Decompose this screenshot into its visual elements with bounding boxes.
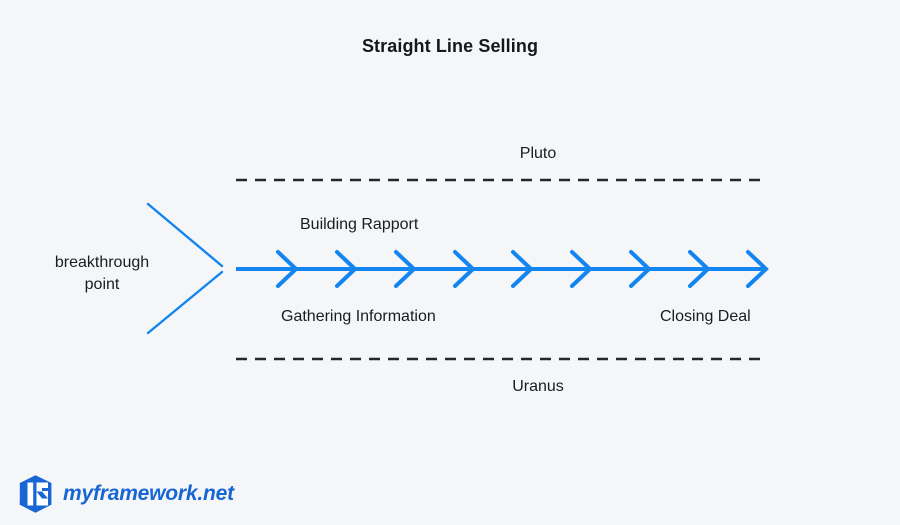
chevron-arrowhead bbox=[511, 250, 534, 288]
chevron-arrowhead bbox=[570, 250, 593, 288]
chevron-arrowhead bbox=[276, 250, 299, 288]
chevron-arrowhead bbox=[453, 250, 476, 288]
label-breakthrough-line2: point bbox=[84, 275, 120, 293]
chevron-arrowhead bbox=[688, 250, 711, 288]
label-breakthrough-line1: breakthrough bbox=[54, 254, 150, 271]
footer-brand: myframework.net bbox=[18, 474, 234, 514]
brand-name: myframework.net bbox=[63, 482, 234, 505]
chevron-arrowhead-end bbox=[746, 250, 769, 288]
page-title: Straight Line Selling bbox=[361, 36, 539, 56]
label-closing-deal: Closing Deal bbox=[660, 308, 751, 325]
chevron-arrowhead bbox=[629, 250, 652, 288]
label-building-rapport: Building Rapport bbox=[300, 216, 419, 233]
chevron-arrowheads bbox=[276, 250, 769, 288]
funnel-arm-upper bbox=[146, 202, 224, 268]
cube-logo-icon bbox=[19, 475, 52, 513]
label-breakthrough-point: breakthrough point bbox=[28, 252, 176, 295]
label-boundary-top: Pluto bbox=[519, 145, 557, 162]
chevron-arrowhead bbox=[335, 250, 358, 288]
funnel-arm-lower bbox=[146, 270, 224, 335]
chevron-arrowhead bbox=[394, 250, 417, 288]
label-boundary-bottom: Uranus bbox=[512, 378, 564, 395]
label-gathering-information: Gathering Information bbox=[281, 308, 436, 325]
